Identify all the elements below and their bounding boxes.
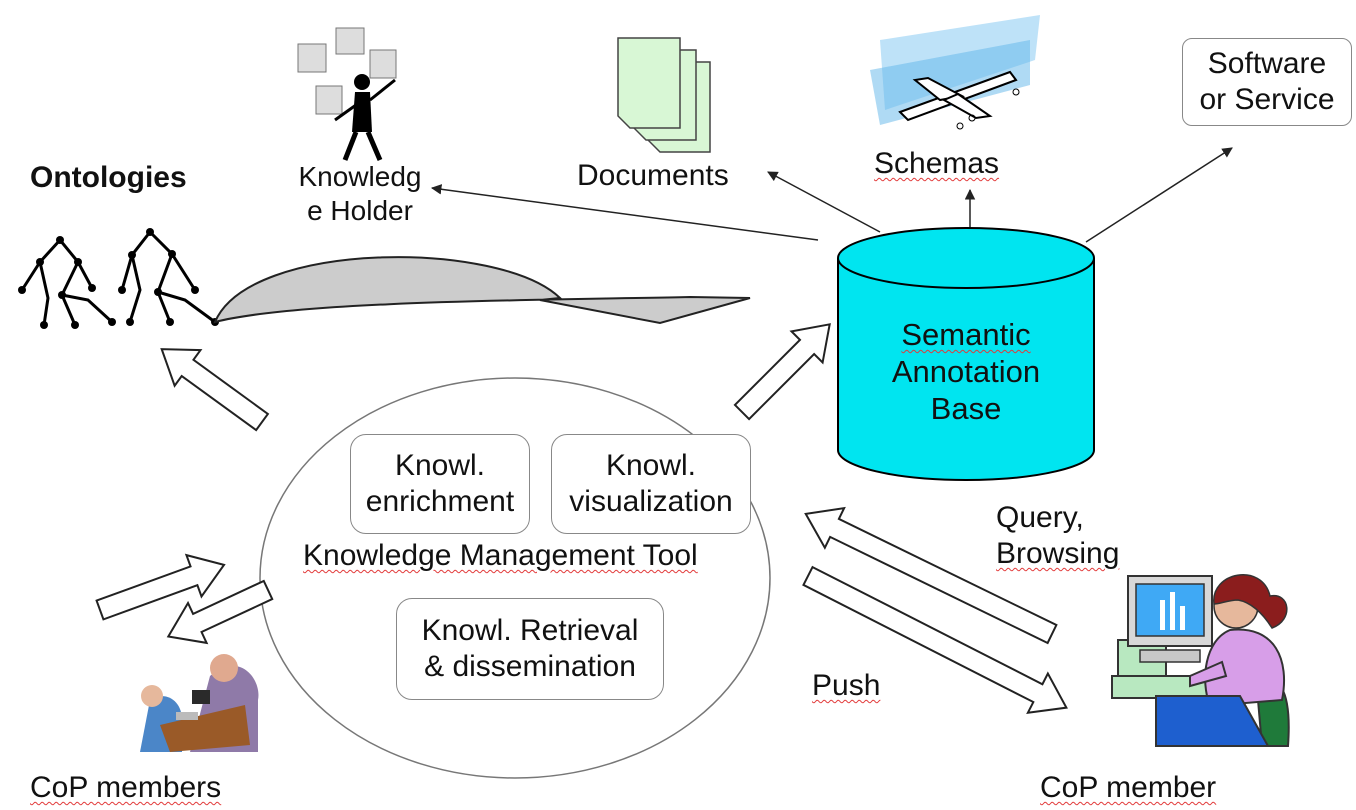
ontology-nodes	[18, 228, 219, 329]
arrow-to-knowledge-holder	[430, 184, 819, 241]
query-line1: Query,	[996, 501, 1084, 534]
documents-icon	[617, 37, 711, 153]
software-service-box: Software or Service	[1182, 38, 1352, 126]
block-arrow-to-ontologies	[160, 348, 270, 432]
knowledge-holder-line1: Knowledg	[298, 161, 422, 192]
retrieval-line2: & dissemination	[424, 650, 636, 683]
cop-members-label: CoP members	[30, 771, 222, 804]
software-line2: or Service	[1199, 83, 1335, 116]
block-arrow-members-in	[95, 553, 226, 621]
enrichment-line1: Knowl.	[394, 449, 486, 482]
ontologies-label: Ontologies	[30, 161, 187, 194]
knowl-retrieval-box: Knowl. Retrieval & dissemination	[396, 598, 664, 700]
visualization-line2: visualization	[569, 485, 733, 518]
query-browsing-label: Query, Browsing	[996, 500, 1119, 572]
enrichment-line2: enrichment	[365, 485, 515, 518]
knowl-visualization-box: Knowl. visualization	[551, 434, 751, 534]
airplane-icon	[870, 15, 1040, 130]
knowledge-holder-label: Knowledg e Holder	[270, 160, 450, 227]
knowledge-holder-clipart	[297, 27, 397, 161]
database-cylinder	[837, 227, 1095, 481]
block-arrow-members-out	[166, 579, 274, 645]
ontology-tree-icon	[20, 230, 216, 326]
knowledge-management-tool-label: Knowledge Management Tool	[303, 539, 698, 572]
block-arrow-query	[804, 506, 1058, 645]
sab-line3: Base	[930, 391, 1002, 427]
block-arrow-to-annotation-base	[733, 323, 831, 421]
documents-label: Documents	[577, 159, 729, 192]
cop-member-label: CoP member	[1040, 771, 1217, 804]
computer-user-clipart	[1111, 574, 1290, 747]
curved-arrow	[213, 256, 751, 325]
sab-line1: Semantic	[901, 317, 1031, 352]
knowledge-holder-line2: e Holder	[307, 194, 413, 226]
semantic-annotation-base-label: Semantic Annotation Base	[868, 316, 1064, 428]
knowl-enrichment-box: Knowl. enrichment	[350, 434, 530, 534]
arrow-to-software	[1085, 147, 1233, 243]
arrow-to-documents	[767, 171, 881, 233]
push-label: Push	[812, 669, 881, 702]
schemas-label: Schemas	[874, 147, 1000, 180]
block-arrow-push	[802, 565, 1068, 714]
software-line1: Software	[1207, 47, 1327, 80]
retrieval-line1: Knowl. Retrieval	[421, 614, 639, 647]
sab-line2: Annotation	[891, 354, 1041, 390]
query-line2: Browsing	[996, 537, 1120, 570]
visualization-line1: Knowl.	[605, 449, 697, 482]
team-meeting-clipart	[140, 654, 259, 752]
